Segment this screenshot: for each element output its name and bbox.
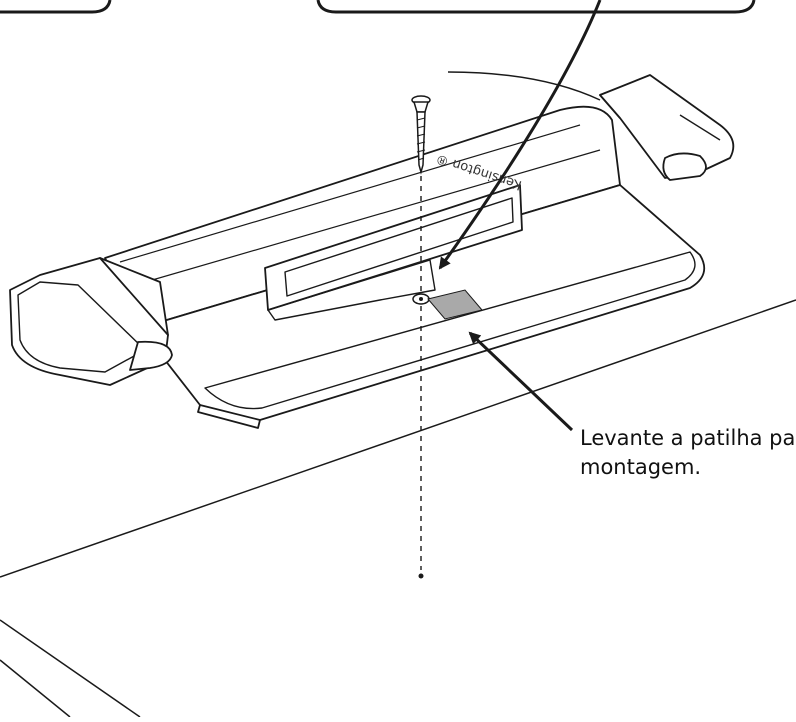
callout-text-line-2: montagem.: [580, 455, 702, 479]
table-edge-lower-2: [0, 659, 71, 718]
table-edge-front: [0, 299, 796, 578]
tab-pointer-arrow: [468, 331, 574, 432]
table-edge-lower-1: [0, 619, 141, 718]
mounting-tab: [427, 289, 483, 320]
dock-screw-hole: [412, 293, 430, 305]
top-callout-box-left: [0, 0, 112, 14]
dock-station: [9, 74, 735, 429]
screw-hole-dot: [418, 573, 424, 579]
screw-icon: [411, 95, 431, 175]
top-callout-box-right: [316, 0, 756, 14]
top-pointer-arrow: [438, 0, 602, 270]
cable-line: [447, 71, 601, 101]
callout-text-line-1: Levante a patilha pa: [580, 426, 796, 450]
